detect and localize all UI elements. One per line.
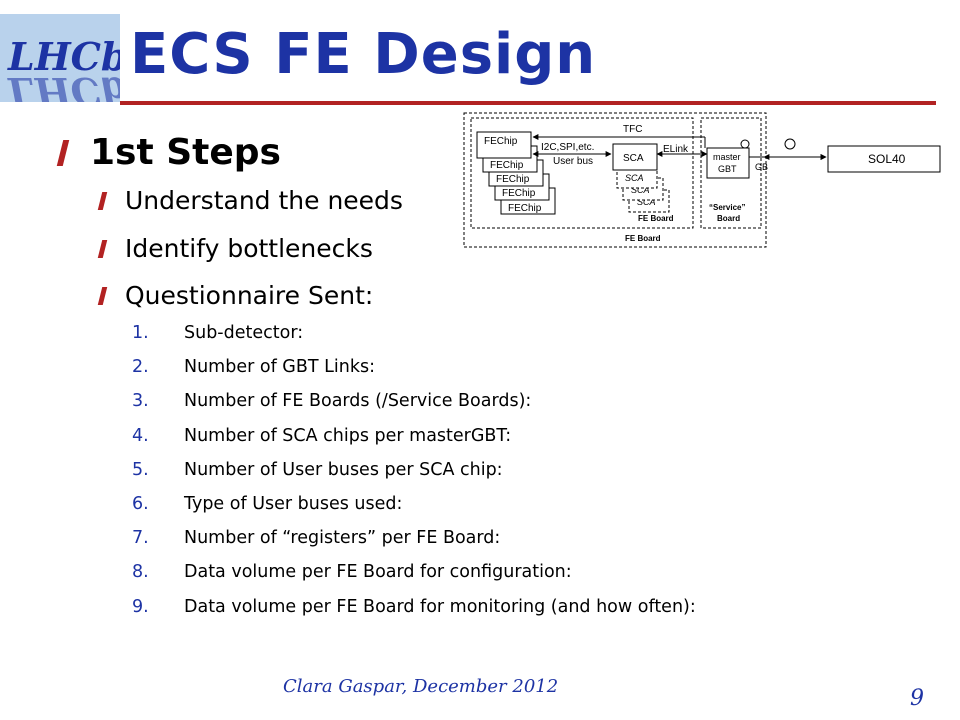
item-text: Number of User buses per SCA chip:: [184, 459, 503, 480]
item-text: Data volume per FE Board for configurati…: [184, 562, 572, 583]
fechip-stack: FEChip FEChip FEChip FEChip FEChip FEChi…: [476, 131, 556, 215]
svg-text:FEChip: FEChip: [490, 160, 524, 171]
item-text: Number of GBT Links:: [184, 357, 375, 378]
bullet-marker: [97, 239, 108, 258]
gbt-link-connector: [740, 139, 750, 149]
bullet-marker: [97, 286, 108, 305]
sub-bullet-text: Understand the needs: [125, 186, 403, 215]
sca-stack: SCA SCA SCA SCA: [612, 143, 670, 213]
svg-text:master: master: [713, 152, 741, 162]
item-text: Type of User buses used:: [184, 494, 403, 515]
svg-text:FEChip: FEChip: [496, 174, 530, 185]
svg-text:LHCb: LHCb: [7, 69, 120, 102]
lhcb-logo: LHCb LHCb: [0, 14, 120, 102]
sol40-section: SOL40: [764, 138, 941, 173]
list-item: 8. Data volume per FE Board for configura…: [132, 555, 696, 589]
sub-bullet-text: Questionnaire Sent:: [125, 281, 374, 310]
tfc-label: TFC: [623, 124, 642, 135]
service-board-box: [700, 117, 762, 229]
item-text: Sub-detector:: [184, 323, 304, 344]
bullet-marker: [97, 191, 108, 210]
page-number: 9: [910, 686, 924, 711]
item-text: Number of SCA chips per masterGBT:: [184, 425, 512, 446]
gbt-link-label: GBT Link: [755, 162, 768, 172]
master-gbt-box: [706, 147, 750, 179]
list-item: 2. Number of GBT Links:: [132, 350, 696, 384]
list-item: 3. Number of FE Boards (/Service Boards):: [132, 384, 696, 418]
fe-board-outer-label: FE Board: [625, 234, 661, 243]
slide-title: ECS FE Design: [130, 22, 597, 87]
lhcb-logo-mark: LHCb LHCb: [7, 34, 120, 102]
list-item: 5. Number of User buses per SCA chip:: [132, 453, 696, 487]
svg-text:FEChip: FEChip: [502, 188, 536, 199]
svg-text:GBT: GBT: [718, 164, 737, 174]
service-board-label-1: “Service”: [709, 203, 745, 212]
fe-architecture-diagram: FEChip FEChip FEChip FEChip FEChip FEChi…: [463, 112, 768, 248]
svg-text:SCA: SCA: [625, 173, 644, 183]
list-item: 7. Number of “registers” per FE Board:: [132, 521, 696, 555]
bullet-marker: [56, 139, 70, 166]
item-number: 4.: [132, 425, 149, 446]
item-number: 3.: [132, 391, 149, 412]
svg-text:SOL40: SOL40: [868, 152, 906, 166]
heading-text: 1st Steps: [90, 132, 281, 173]
heading-bullet: 1st Steps: [56, 132, 281, 173]
footer-author: Clara Gaspar, December 2012: [283, 676, 559, 697]
item-number: 9.: [132, 596, 149, 617]
sub-bullet-needs: Understand the needs: [97, 186, 403, 215]
svg-text:LHCb: LHCb: [7, 34, 120, 79]
item-number: 6.: [132, 494, 149, 515]
sol40-box: [827, 145, 941, 173]
fe-board-inner-label: FE Board: [638, 214, 674, 223]
svg-text:SCA: SCA: [623, 153, 644, 164]
item-number: 5.: [132, 459, 149, 480]
sub-bullet-questionnaire: Questionnaire Sent:: [97, 281, 374, 310]
sub-bullet-bottlenecks: Identify bottlenecks: [97, 234, 373, 263]
bus-protocols-label: I2C,SPI,etc.: [541, 142, 594, 153]
list-item: 6. Type of User buses used:: [132, 487, 696, 521]
item-number: 2.: [132, 357, 149, 378]
svg-text:FEChip: FEChip: [484, 136, 518, 147]
questionnaire-list: 1. Sub-detector: 2. Number of GBT Links: 3…: [132, 316, 696, 624]
item-text: Number of FE Boards (/Service Boards):: [184, 391, 532, 412]
svg-text:SCA: SCA: [637, 197, 656, 207]
service-board-label-2: Board: [717, 214, 740, 223]
gbt-link-endpoint: [784, 138, 796, 150]
item-number: 8.: [132, 562, 149, 583]
fe-board-inner-box: [470, 117, 694, 229]
list-item: 1. Sub-detector:: [132, 316, 696, 350]
list-item: 9. Data volume per FE Board for monitorin…: [132, 590, 696, 624]
svg-text:FEChip: FEChip: [508, 203, 542, 214]
title-underline: [120, 101, 936, 105]
svg-text:SCA: SCA: [631, 185, 650, 195]
user-bus-label: User bus: [553, 156, 593, 167]
sub-bullet-text: Identify bottlenecks: [125, 234, 373, 263]
item-text: Data volume per FE Board for monitoring …: [184, 596, 696, 617]
list-item: 4. Number of SCA chips per masterGBT:: [132, 419, 696, 453]
elink-label: ELink: [663, 144, 689, 155]
item-number: 7.: [132, 528, 149, 549]
item-number: 1.: [132, 323, 149, 344]
item-text: Number of “registers” per FE Board:: [184, 528, 501, 549]
